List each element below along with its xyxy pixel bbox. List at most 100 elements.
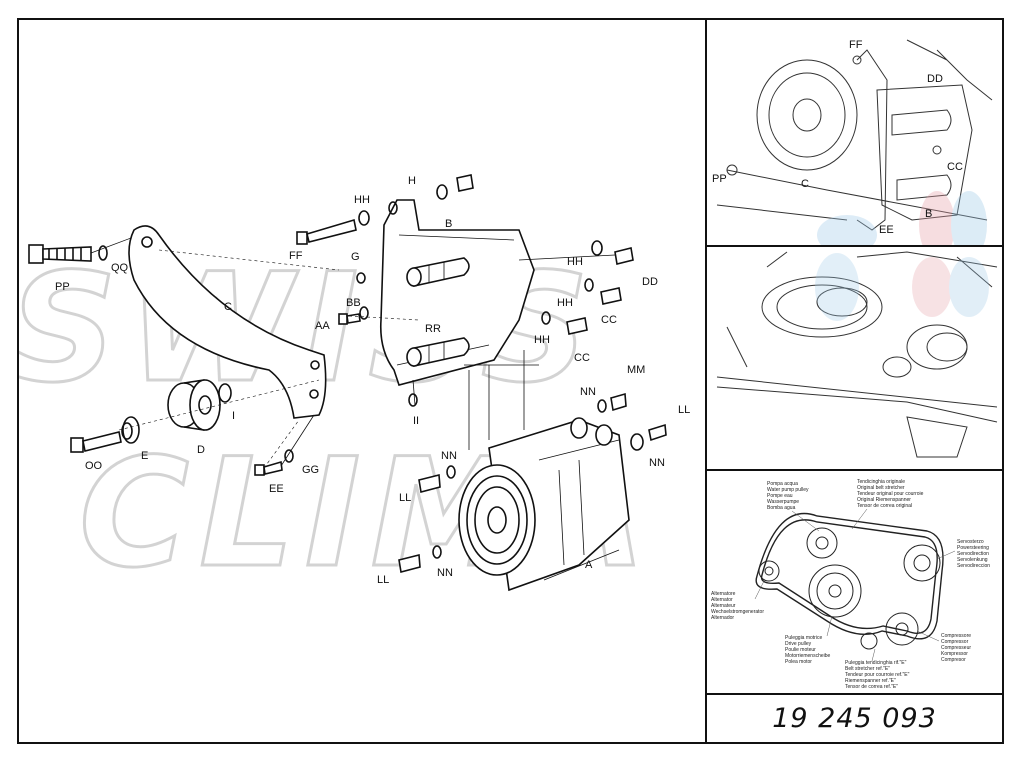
part-labels: PP QQ C I D E OO EE GG FF HH H B G BB AA… [55, 175, 690, 586]
label-bb: BB [346, 297, 361, 309]
spacer-upper [406, 257, 470, 287]
svg-text:Tendeur pour courroie ref."E": Tendeur pour courroie ref."E" [845, 672, 910, 678]
label-b: B [925, 208, 932, 220]
svg-text:Tendicinghia originale: Tendicinghia originale [857, 479, 905, 485]
svg-text:Alternador: Alternador [711, 615, 734, 621]
svg-text:Pompa acqua: Pompa acqua [767, 481, 798, 487]
svg-text:Servosterzo: Servosterzo [957, 539, 984, 545]
legend-drive-pulley: Puleggia motrice Drive pulley Poulie mot… [785, 635, 831, 665]
compressor-a [458, 417, 644, 592]
label-d: D [197, 444, 205, 456]
label-ff: FF [849, 39, 863, 51]
label-ff: FF [289, 250, 303, 262]
legend-water-pump: Pompa acqua Water pump pulley Pompe eau … [767, 481, 809, 511]
label-dd: DD [642, 276, 658, 288]
label-gg: GG [302, 464, 319, 476]
svg-text:Powersteering: Powersteering [957, 545, 989, 551]
label-dd: DD [927, 73, 943, 85]
svg-text:Belt stretcher ref."E": Belt stretcher ref."E" [845, 666, 890, 672]
exploded-view: SWISS CLIMA [19, 20, 707, 742]
label-h: H [408, 175, 416, 187]
svg-text:Motorriemenscheibe: Motorriemenscheibe [785, 653, 831, 659]
label-aa: AA [315, 320, 330, 332]
drawing-sheet: SWISS CLIMA [17, 18, 1004, 744]
svg-text:Drive pulley: Drive pulley [785, 641, 812, 647]
legend-power-steering: Servosterzo Powersteering Servodirection… [957, 539, 990, 569]
label-cc: CC [947, 161, 963, 173]
spacer-lower [406, 337, 470, 367]
belt-routing-drawing: Pompa acqua Water pump pulley Pompe eau … [711, 479, 990, 690]
plate-b [379, 199, 535, 386]
label-cc-1: CC [601, 314, 617, 326]
legend-compressor: Compressore Compressor Compresseur Kompr… [941, 633, 971, 663]
label-pp: PP [55, 281, 70, 293]
belt-path [755, 512, 944, 640]
legend-belt-stretcher: Tendicinghia originale Original belt str… [857, 479, 924, 509]
label-b: B [445, 218, 452, 230]
label-oo: OO [85, 460, 103, 472]
label-nn-1: NN [580, 386, 596, 398]
label-nn-2: NN [649, 457, 665, 469]
legend-alternator: Alternatore Alternator Alternateur Wechs… [711, 591, 764, 621]
bracket-c [128, 225, 327, 419]
label-rr: RR [425, 323, 441, 335]
label-ll-1: LL [678, 404, 690, 416]
bolt-oo [70, 431, 122, 453]
bolt-ff [296, 201, 398, 245]
label-ii: II [413, 415, 419, 427]
bolt-cc [541, 278, 622, 335]
part-number: 19 245 093 [772, 703, 937, 734]
bolt-dd [518, 240, 634, 265]
label-ee: EE [879, 224, 894, 236]
svg-text:Servodirection: Servodirection [957, 551, 989, 557]
svg-text:Original Riemenspanner: Original Riemenspanner [857, 497, 911, 503]
bolt-ee [254, 414, 315, 476]
svg-text:Poulie moteur: Poulie moteur [785, 647, 816, 653]
svg-text:Wechselstromgenerator: Wechselstromgenerator [711, 609, 764, 615]
svg-text:Tensor de correa original: Tensor de correa original [857, 503, 912, 509]
label-c: C [224, 301, 232, 313]
washer-h [436, 174, 474, 200]
svg-text:Compressore: Compressore [941, 633, 971, 639]
label-ll-3: LL [377, 574, 389, 586]
svg-text:Compresor: Compresor [941, 657, 966, 663]
label-c: C [801, 178, 809, 190]
exploded-view-drawing: SWISS CLIMA [19, 174, 690, 603]
installed-view-top: FF DD CC PP C B EE [707, 20, 1002, 247]
svg-text:Alternateur: Alternateur [711, 603, 736, 609]
detail-column: FF DD CC PP C B EE [707, 20, 1002, 742]
label-e: E [141, 450, 148, 462]
svg-text:Water pump pulley: Water pump pulley [767, 487, 809, 493]
pulley-d [167, 379, 232, 431]
label-cc-2: CC [574, 352, 590, 364]
svg-text:Servodireccion: Servodireccion [957, 563, 990, 569]
pulleys [758, 527, 941, 650]
svg-text:Alternatore: Alternatore [711, 591, 736, 597]
label-ll-2: LL [399, 492, 411, 504]
legend-stretcher-e: Puleggia tendicinghia rif."E" Belt stret… [845, 660, 910, 690]
svg-text:Original belt stretcher: Original belt stretcher [857, 485, 905, 491]
washer-e [121, 416, 140, 444]
svg-text:Compressor: Compressor [941, 639, 969, 645]
label-hh-top: HH [354, 194, 370, 206]
svg-text:Wasserpumpe: Wasserpumpe [767, 499, 799, 505]
label-hh-3: HH [534, 334, 550, 346]
part-number-box: 19 245 093 [707, 695, 1002, 742]
svg-text:Puleggia motrice: Puleggia motrice [785, 635, 822, 641]
installed-view-middle [707, 247, 1002, 471]
label-hh-1: HH [567, 256, 583, 268]
svg-text:Servolenkung: Servolenkung [957, 557, 988, 563]
installed-view-middle-drawing [716, 251, 998, 458]
svg-text:Compresseur: Compresseur [941, 645, 971, 651]
label-a: A [585, 559, 593, 571]
svg-text:Tensor de correa ref."E": Tensor de correa ref."E" [845, 684, 898, 690]
label-hh-2: HH [557, 297, 573, 309]
svg-text:Alternator: Alternator [711, 597, 733, 603]
belt-legend: Pompa acqua Water pump pulley Pompe eau … [711, 479, 990, 690]
svg-text:Kompressor: Kompressor [941, 651, 968, 657]
svg-text:Puleggia tendicinghia rif."E": Puleggia tendicinghia rif."E" [845, 660, 907, 666]
fasteners-compressor [398, 392, 667, 573]
label-g: G [351, 251, 360, 263]
label-i: I [232, 410, 235, 422]
label-qq: QQ [111, 262, 129, 274]
